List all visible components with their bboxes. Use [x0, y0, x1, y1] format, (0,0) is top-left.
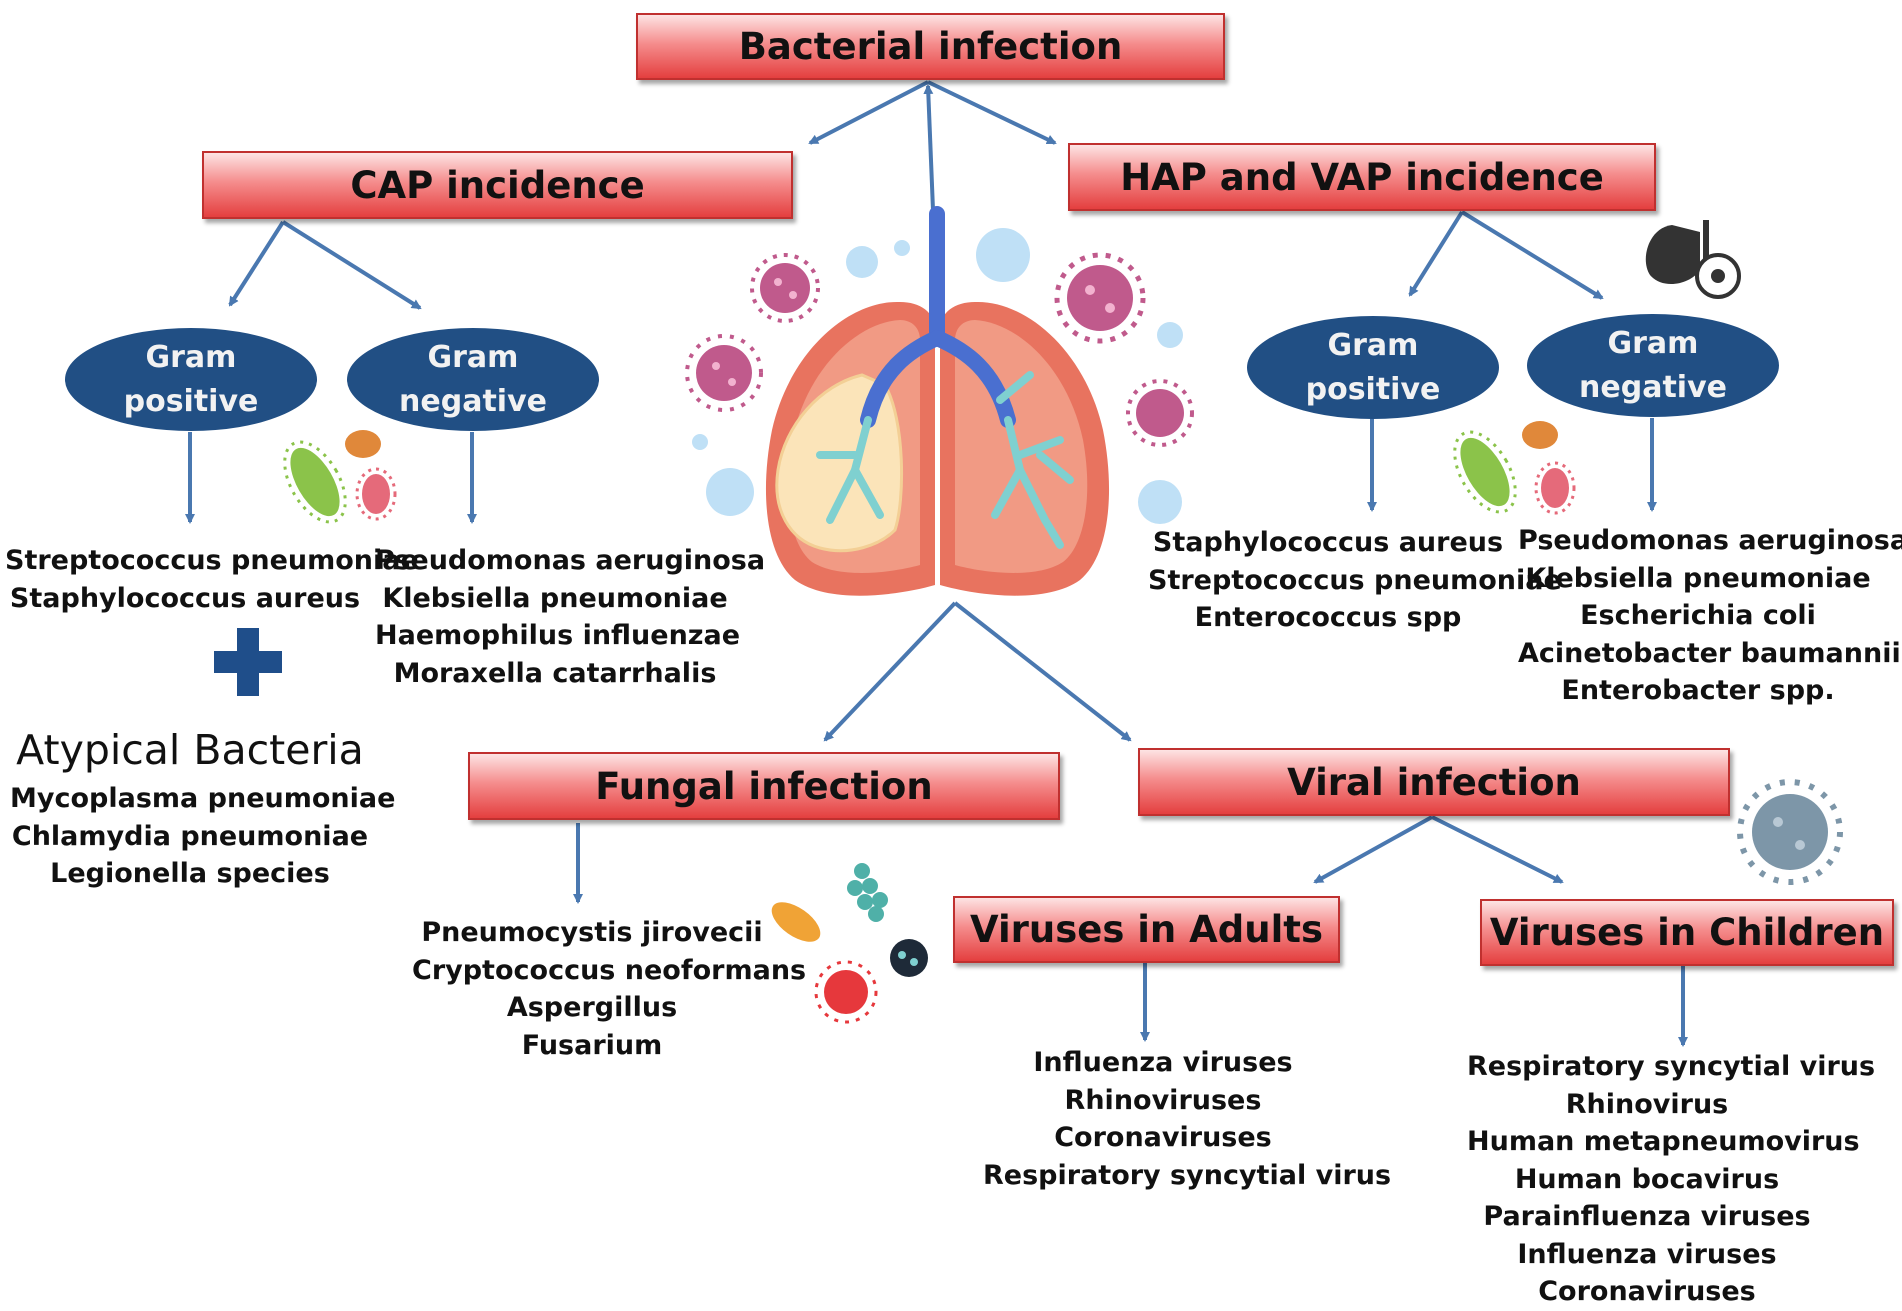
list-item: Parainfluenza viruses [1483, 1201, 1811, 1232]
arrow-center-to-viral [953, 601, 1132, 742]
list-item: Enterococcus spp [1194, 602, 1462, 633]
list-item: Streptococcus pneumoniae [5, 545, 419, 576]
fungal-list: Pneumocystis jirovecii Cryptococcus neof… [412, 914, 807, 1064]
cap-gram-positive-line2: positive [123, 383, 259, 419]
list-item: Influenza viruses [1033, 1047, 1293, 1078]
bubbles-decoration [692, 228, 1183, 524]
viral-infection-box: Viral infection [1138, 748, 1730, 816]
lung-settings-icon [1645, 220, 1741, 299]
list-item: Legionella species [50, 858, 330, 889]
list-item: Escherichia coli [1580, 600, 1816, 631]
list-item: Haemophilus influenzae [375, 620, 741, 651]
hap-gram-negative-oval: Gram negative [1527, 314, 1779, 417]
virus-icon [685, 334, 763, 412]
list-item: Acinetobacter baumannii [1518, 637, 1901, 669]
list-item: Enterobacter spp. [1561, 675, 1835, 706]
fungal-infection-box: Fungal infection [468, 752, 1060, 820]
list-item: Pseudomonas aeruginosa [1518, 525, 1902, 556]
arrow-bacterial-to-hap [927, 80, 1057, 145]
hap-gram-positive-line2: positive [1305, 371, 1441, 407]
list-item: Coronaviruses [1538, 1276, 1756, 1307]
hap-gram-positive-line1: Gram [1327, 327, 1419, 363]
bacterial-infection-box: Bacterial infection [636, 13, 1225, 80]
list-item: Pneumocystis jirovecii [421, 917, 763, 948]
plus-icon [214, 628, 282, 696]
bacteria-icon [1453, 421, 1576, 515]
fungus-icon [771, 863, 928, 1024]
fungal-infection-label: Fungal infection [595, 764, 933, 808]
arrow-center-to-fungal [823, 601, 957, 742]
viruses-children-box: Viruses in Children [1480, 899, 1894, 966]
viruses-adults-box: Viruses in Adults [953, 896, 1340, 963]
hap-vap-incidence-label: HAP and VAP incidence [1120, 155, 1604, 199]
cap-gram-positive-oval: Gram positive [65, 328, 317, 431]
bacterial-infection-label: Bacterial infection [738, 25, 1123, 68]
cap-gram-negative-list: Pseudomonas aeruginosa Klebsiella pneumo… [375, 542, 766, 692]
viruses-children-label: Viruses in Children [1489, 911, 1885, 954]
list-item: Streptococcus pneumoniae [1148, 564, 1562, 596]
hap-gram-negative-line1: Gram [1607, 325, 1699, 361]
arrow-viral-to-adults [1313, 815, 1433, 884]
virus-icon [1054, 252, 1146, 344]
viral-infection-label: Viral infection [1287, 760, 1581, 804]
list-item: Mycoplasma pneumoniae [10, 783, 396, 814]
atypical-bacteria-title: Atypical Bacteria [16, 726, 364, 774]
virus-icon [750, 253, 820, 323]
cap-gram-negative-oval: Gram negative [347, 328, 599, 431]
list-item: Fusarium [521, 1029, 663, 1061]
hap-gram-negative-list: Pseudomonas aeruginosa Klebsiella pneumo… [1518, 522, 1902, 710]
list-item: Chlamydia pneumoniae [11, 820, 369, 852]
list-item: Respiratory syncytial virus [1467, 1051, 1876, 1082]
cap-gram-positive-line1: Gram [145, 339, 237, 375]
cap-incidence-box: CAP incidence [202, 151, 793, 219]
hap-vap-incidence-box: HAP and VAP incidence [1068, 143, 1656, 211]
arrow-viral-to-children [1431, 815, 1564, 884]
cap-gram-negative-line2: negative [399, 383, 547, 419]
cap-incidence-label: CAP incidence [350, 163, 645, 207]
list-item: Rhinoviruses [1064, 1084, 1262, 1116]
cap-gram-positive-list: Streptococcus pneumoniae Staphylococcus … [5, 542, 419, 617]
bacteria-icon [283, 430, 397, 524]
coronavirus-icon [1737, 779, 1843, 885]
list-item: Human metapneumovirus [1467, 1126, 1860, 1157]
arrow-bacterial-to-cap [808, 80, 929, 145]
atypical-bacteria-list: Mycoplasma pneumoniae Chlamydia pneumoni… [10, 780, 396, 893]
list-item: Klebsiella pneumoniae [382, 582, 728, 614]
list-item: Pseudomonas aeruginosa [375, 545, 766, 576]
list-item: Coronaviruses [1054, 1122, 1272, 1153]
list-item: Aspergillus [506, 992, 678, 1023]
arrow-hap-to-gram-neg [1460, 210, 1604, 300]
list-item: Rhinovirus [1565, 1088, 1729, 1120]
list-item: Staphylococcus aureus [9, 582, 361, 614]
cap-gram-negative-line1: Gram [427, 339, 519, 375]
list-item: Cryptococcus neoformans [412, 954, 807, 986]
viruses-adults-label: Viruses in Adults [969, 908, 1324, 951]
viruses-children-list: Respiratory syncytial virus Rhinovirus H… [1467, 1048, 1876, 1311]
hap-gram-positive-list: Staphylococcus aureus Streptococcus pneu… [1148, 524, 1562, 637]
arrow-center-to-bacterial [923, 84, 935, 211]
viruses-adults-list: Influenza viruses Rhinoviruses Coronavir… [983, 1044, 1392, 1194]
list-item: Staphylococcus aureus [1152, 527, 1504, 558]
arrow-cap-to-gram-neg [281, 220, 422, 310]
arrow-cap-to-gram-pos [228, 220, 285, 307]
arrow-hap-to-gram-pos [1408, 210, 1464, 297]
hap-gram-negative-line2: negative [1579, 369, 1727, 405]
list-item: Respiratory syncytial virus [983, 1159, 1392, 1191]
list-item: Moraxella catarrhalis [393, 657, 717, 689]
hap-gram-positive-oval: Gram positive [1247, 316, 1499, 419]
list-item: Influenza viruses [1517, 1238, 1777, 1270]
virus-icon [1126, 379, 1194, 447]
list-item: Klebsiella pneumoniae [1525, 562, 1871, 594]
list-item: Human bocavirus [1514, 1163, 1780, 1195]
